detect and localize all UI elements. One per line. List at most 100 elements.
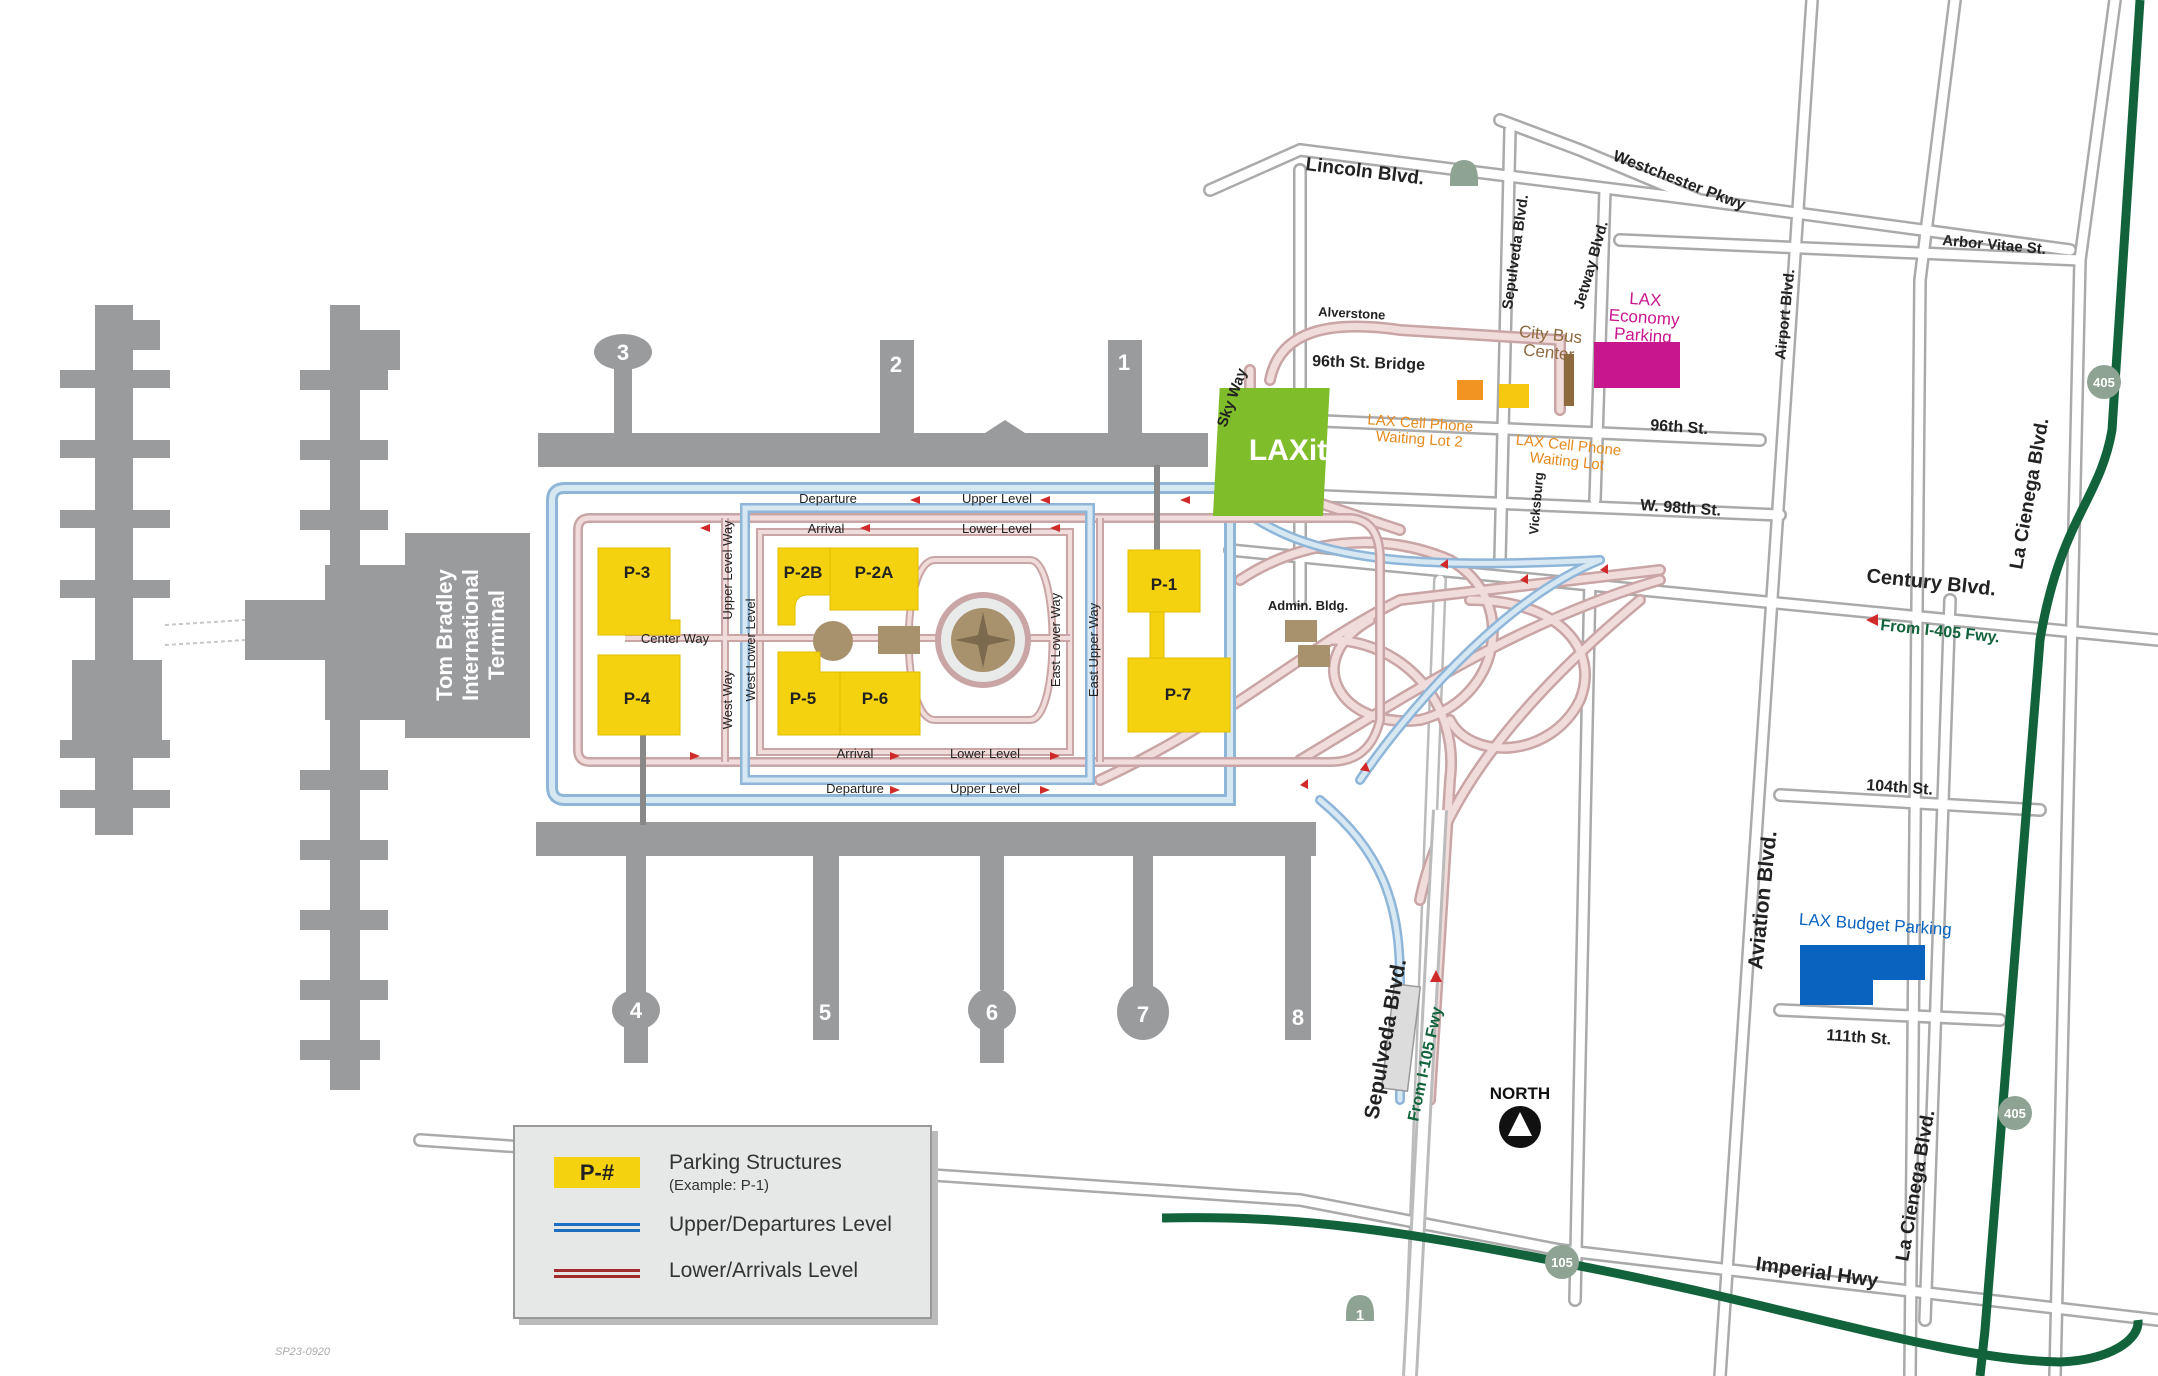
- p3-label: P-3: [624, 563, 650, 582]
- arrow-from-i105: [1430, 970, 1442, 982]
- legend-upper-swatch: [554, 1223, 640, 1232]
- east-upper-way-label: East Upper Way: [1086, 602, 1101, 697]
- terminal-2-label: 2: [890, 352, 902, 377]
- p1-label: P-1: [1151, 575, 1177, 594]
- legend-lower-label: Lower/Arrivals Level: [669, 1259, 859, 1282]
- i-405: [1975, 0, 2145, 1376]
- small-bldg-2: [1285, 620, 1317, 642]
- p1-p7-link: [1149, 611, 1165, 661]
- p7-label: P-7: [1165, 685, 1191, 704]
- p2b-label: P-2B: [784, 563, 823, 582]
- shield-405-bottom: [1998, 1096, 2032, 1130]
- parking-structures: [597, 547, 1231, 736]
- label-city-bus: City BusCenter: [1516, 322, 1583, 365]
- west-way-label: West Way: [720, 670, 735, 729]
- shield-105-label: 105: [1551, 1255, 1573, 1270]
- label-104th: 104th St.: [1866, 777, 1934, 799]
- svg-text:1: 1: [1356, 1307, 1364, 1324]
- west-lower-level-label: West Lower Level: [743, 598, 758, 701]
- terminal-1-label: 1: [1118, 350, 1130, 375]
- lax-economy-lot: [1594, 342, 1680, 388]
- label-vicksburg: Vicksburg: [1526, 472, 1546, 536]
- cta-upper-ring-inner: [549, 485, 1233, 803]
- p3: [597, 547, 681, 636]
- departure-bottom-label: Departure: [826, 781, 884, 796]
- terminal-6-label: 6: [986, 1000, 998, 1025]
- small-bldg-3: [1298, 645, 1330, 667]
- p7: [1127, 657, 1231, 733]
- label-budget: LAX Budget Parking: [1798, 910, 1952, 940]
- i-105: [1161, 1213, 2143, 1367]
- small-bldg: [878, 626, 920, 654]
- legend: P-# Parking Structures (Example: P-1) Up…: [513, 1125, 932, 1319]
- legend-lower-swatch: [554, 1269, 640, 1278]
- shield-405-top-label: 405: [2093, 375, 2115, 390]
- upper-level-bottom-label: Upper Level: [950, 781, 1020, 796]
- label-w98th: W. 98th St.: [1640, 497, 1722, 520]
- terminal-5-label: 5: [819, 1000, 831, 1025]
- tbit-connector: [164, 619, 246, 646]
- tbit-label: Tom BradleyInternationalTerminal: [432, 568, 509, 701]
- p4-label: P-4: [624, 689, 651, 708]
- cta-inner-ring-inner: [742, 505, 1093, 783]
- terminal-7-label: 7: [1137, 1002, 1149, 1027]
- north-label: NORTH: [1490, 1084, 1550, 1103]
- tunnel-ramp: [1380, 982, 1422, 1093]
- east-lower-way-label: East Lower Way: [1048, 592, 1063, 687]
- terminal-4-label: 4: [630, 998, 643, 1023]
- shield-405-top: [2087, 365, 2121, 399]
- departure-top-label: Departure: [799, 491, 857, 506]
- p1: [1127, 549, 1201, 613]
- theme-building-star: [955, 612, 1011, 668]
- p4: [597, 654, 681, 736]
- arrival-bottom-label: Arrival: [837, 746, 874, 761]
- p2a: [829, 547, 919, 611]
- label-96th-bridge: 96th St. Bridge: [1312, 353, 1426, 374]
- p5-label: P-5: [790, 689, 816, 708]
- p6: [839, 671, 921, 736]
- label-century: Century Blvd.: [1865, 565, 1997, 600]
- label-la-cienega-north: La Cienega Blvd.: [2006, 416, 2053, 570]
- center-way-label: Center Way: [641, 631, 710, 646]
- terminal-3-label: 3: [617, 340, 629, 365]
- north-arrow-tip: [1508, 1112, 1532, 1136]
- legend-parking-title: Parking Structures: [669, 1151, 842, 1174]
- label-alverstone: Alverstone: [1318, 304, 1386, 322]
- label-111th: 111th St.: [1826, 1027, 1892, 1048]
- terminals: [60, 305, 1316, 1090]
- p2b: [777, 547, 831, 626]
- cta-lower-ring-inner: [575, 515, 1383, 765]
- shield-405-bottom-label: 405: [2004, 1106, 2026, 1121]
- direction-arrows: [690, 496, 1608, 794]
- admin-bldg-label: Admin. Bldg.: [1268, 598, 1348, 613]
- laxit-lot: [1212, 388, 1330, 516]
- svg-text:1: 1: [1460, 195, 1468, 212]
- cell-lot: [1499, 384, 1529, 408]
- p6-label: P-6: [862, 689, 888, 708]
- terminal-8-label: 8: [1292, 1005, 1304, 1030]
- laxit-label: LAXit: [1249, 434, 1327, 467]
- arrow-from-i405: [1866, 614, 1878, 626]
- p4-connector: [640, 735, 646, 825]
- shield-1-top: 1: [1450, 160, 1478, 212]
- label-lax-economy: LAXEconomyParking: [1607, 288, 1682, 348]
- shield-1-bottom: 1: [1346, 1295, 1374, 1324]
- arrival-top-label: Arrival: [808, 521, 845, 536]
- legend-parking-swatch: P-#: [554, 1157, 640, 1188]
- map-code: SP23-0920: [275, 1346, 331, 1358]
- city-bus-marker: [1564, 354, 1574, 406]
- label-cell-lot-2: LAX Cell PhoneWaiting Lot 2: [1366, 411, 1474, 451]
- label-96th: 96th St.: [1650, 417, 1709, 438]
- sepulveda-trunk-inner: [1405, 809, 1445, 1376]
- cell-lot-2: [1457, 380, 1483, 400]
- p2a-label: P-2A: [855, 563, 894, 582]
- upper-level-top-label: Upper Level: [962, 491, 1032, 506]
- upper-level-way-label: Upper Level Way: [720, 520, 735, 620]
- rotunda: [813, 621, 853, 661]
- legend-parking-example: (Example: P-1): [669, 1177, 770, 1194]
- cta-inner-lower-in: [758, 530, 1072, 754]
- lax-budget-lot: [1800, 945, 1925, 1005]
- lower-level-bottom-label: Lower Level: [950, 746, 1020, 761]
- legend-upper-label: Upper/Departures Level: [669, 1213, 892, 1236]
